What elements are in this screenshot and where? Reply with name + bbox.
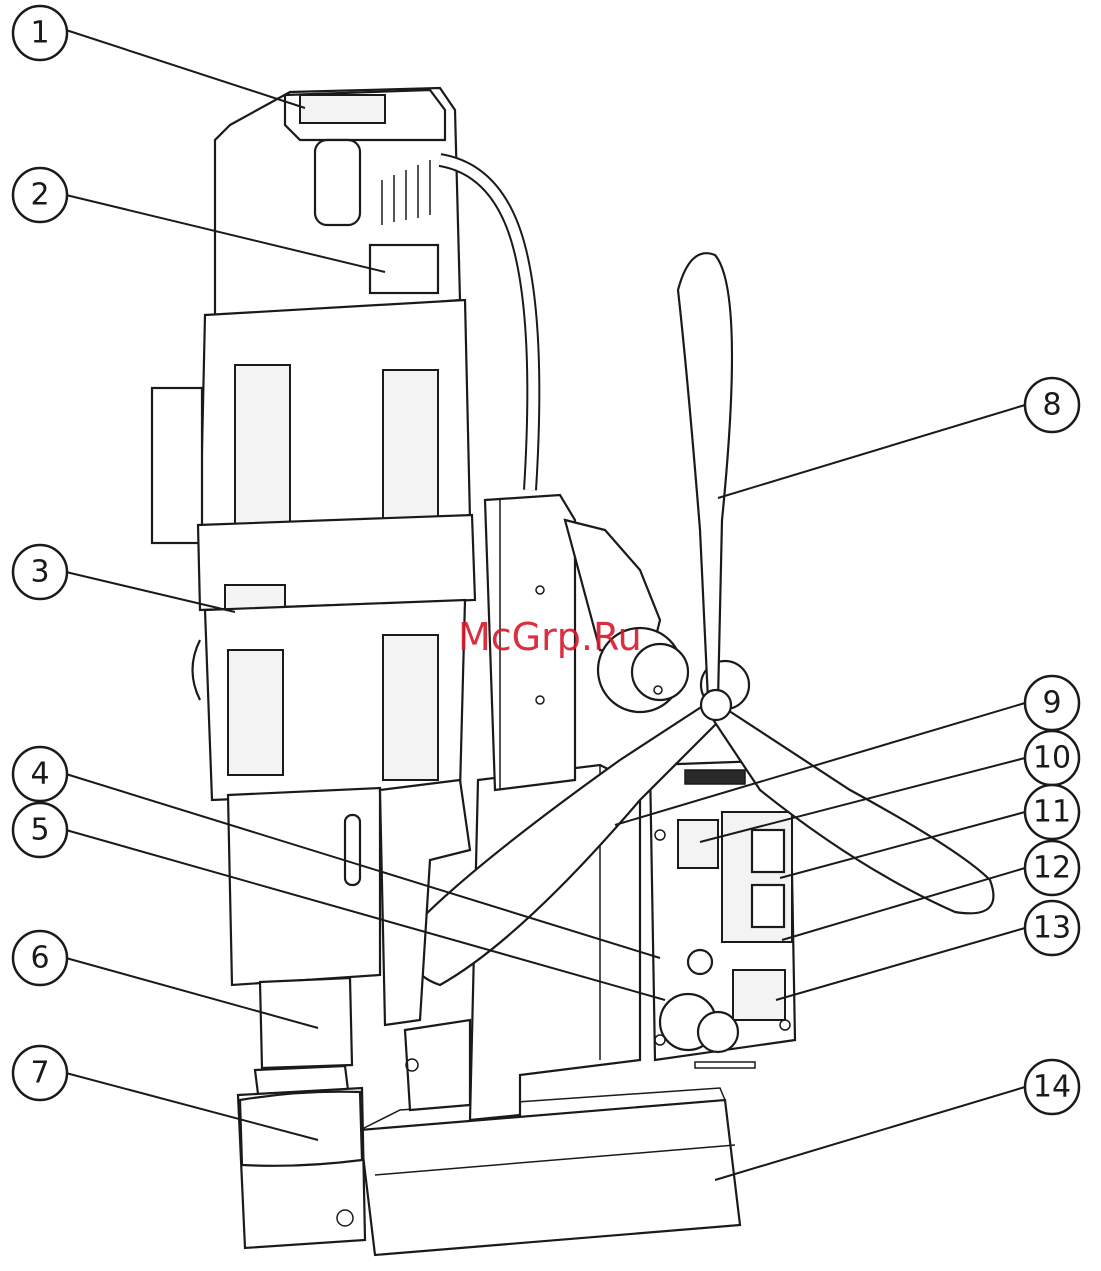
callout-6-label: 6 (30, 941, 49, 976)
callout-10: 10 (1025, 731, 1079, 785)
callout-9-label: 9 (1042, 686, 1061, 721)
motor-body (152, 88, 475, 800)
callout-8: 8 (1025, 378, 1079, 432)
callout-11-label: 11 (1033, 795, 1071, 830)
magnetic-base (360, 1088, 740, 1255)
callout-6: 6 (13, 931, 67, 985)
callout-3-label: 3 (30, 555, 49, 590)
callout-14-label: 14 (1033, 1070, 1071, 1105)
leader-8 (718, 405, 1025, 498)
callout-2-label: 2 (30, 178, 49, 213)
callout-5-label: 5 (30, 813, 49, 848)
callout-7: 7 (13, 1046, 67, 1100)
callout-2: 2 (13, 168, 67, 222)
callout-11: 11 (1025, 785, 1079, 839)
callout-5: 5 (13, 803, 67, 857)
callout-4: 4 (13, 747, 67, 801)
callout-4-label: 4 (30, 757, 49, 792)
callout-12-label: 12 (1033, 851, 1071, 886)
drill-illustration (152, 88, 993, 1255)
callout-12: 12 (1025, 841, 1079, 895)
control-box (650, 760, 795, 1068)
callout-9: 9 (1025, 676, 1079, 730)
callout-14: 14 (1025, 1060, 1079, 1114)
leader-13 (776, 928, 1025, 1000)
callout-13: 13 (1025, 901, 1079, 955)
watermark-text: McGrp.Ru (458, 615, 642, 659)
callout-8-label: 8 (1042, 388, 1061, 423)
leader-1 (66, 30, 305, 108)
callout-3: 3 (13, 545, 67, 599)
callout-1: 1 (13, 6, 67, 60)
callout-10-label: 10 (1033, 741, 1071, 776)
leader-14 (715, 1087, 1025, 1180)
callout-7-label: 7 (30, 1056, 49, 1091)
callout-1-label: 1 (30, 16, 49, 51)
callout-13-label: 13 (1033, 911, 1071, 946)
